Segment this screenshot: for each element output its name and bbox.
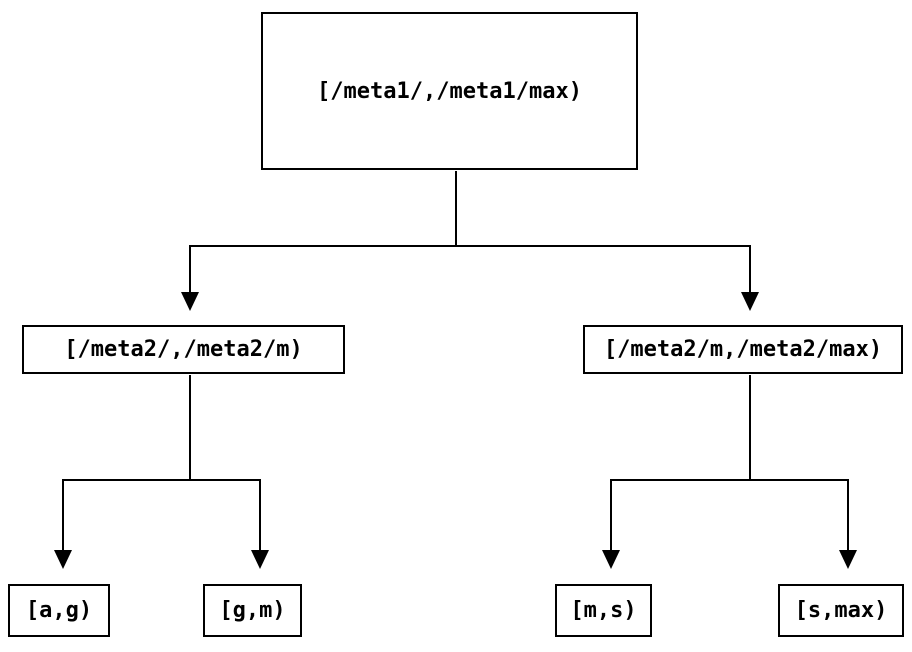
arrowhead-leaf-smax xyxy=(839,550,857,569)
node-leaf-a-g: [a,g) xyxy=(8,584,110,637)
arrowhead-leaf-ms xyxy=(602,550,620,569)
arrowhead-right-child xyxy=(741,292,759,311)
node-leaf-s-max: [s,max) xyxy=(778,584,904,637)
node-leaf-g-m: [g,m) xyxy=(203,584,302,637)
node-level2-left: [/meta2/,/meta2/m) xyxy=(22,325,345,374)
node-leaf-m-s: [m,s) xyxy=(555,584,652,637)
node-level2-right: [/meta2/m,/meta2/max) xyxy=(583,325,903,374)
edge-right-to-leaves xyxy=(602,375,857,569)
arrowhead-leaf-ag xyxy=(54,550,72,569)
node-root: [/meta1/,/meta1/max) xyxy=(261,12,638,170)
arrowhead-left-child xyxy=(181,292,199,311)
arrowhead-leaf-gm xyxy=(251,550,269,569)
edge-root-to-children xyxy=(181,171,759,311)
edge-left-to-leaves xyxy=(54,375,269,569)
